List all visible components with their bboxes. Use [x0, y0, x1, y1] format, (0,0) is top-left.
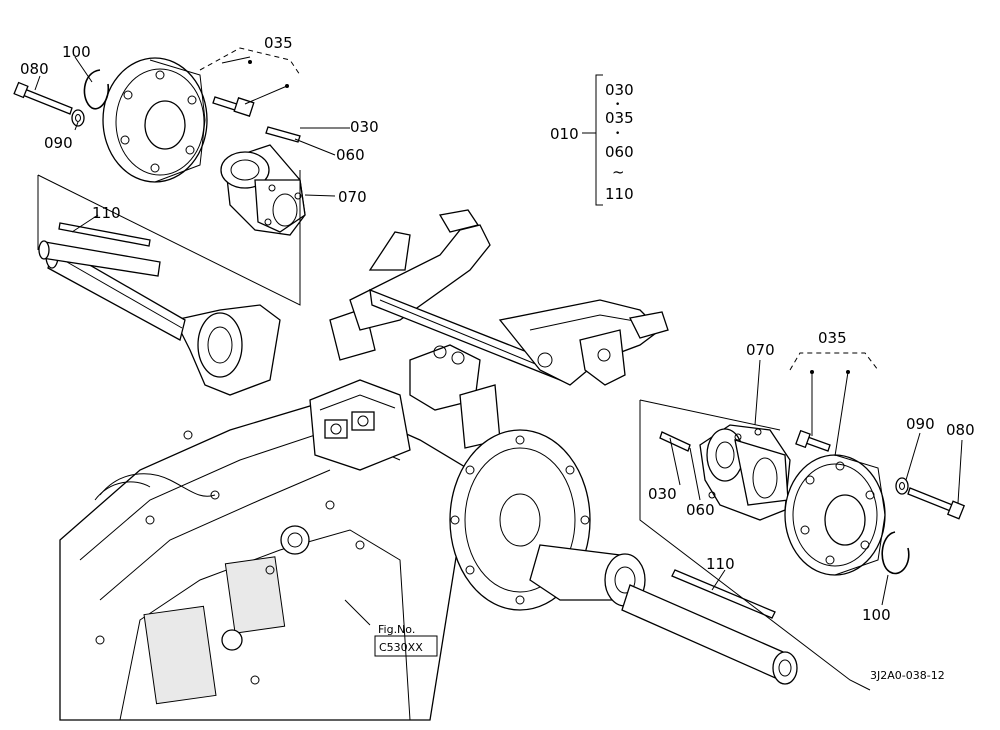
- left-axle-housing: [45, 243, 281, 396]
- left-exploded-parts: [13, 57, 306, 277]
- assembly-list: 010 030 • 035 • 060 ~ 110: [550, 81, 634, 203]
- figure-reference-text: Fig.No. C530XX: [378, 623, 423, 654]
- assembly-label: 010: [550, 125, 579, 143]
- callout-left-070: 070: [338, 188, 367, 206]
- callout-left-110: 110: [92, 204, 121, 222]
- callout-left-080: 080: [20, 60, 49, 78]
- callout-right-070: 070: [746, 341, 775, 359]
- left-key: [265, 126, 301, 143]
- callout-right-080: 080: [946, 421, 975, 439]
- right-hub-flange: [784, 454, 886, 576]
- callout-right-035: 035: [818, 329, 847, 347]
- figure-ref-line1: Fig.No.: [378, 623, 415, 636]
- callout-left-100: 100: [62, 43, 91, 61]
- lift-arm-assembly: [349, 209, 669, 386]
- assembly-item-1: 030: [605, 81, 634, 99]
- callout-right-090: 090: [906, 415, 935, 433]
- right-bolt: [907, 487, 956, 513]
- hydraulic-valve-block: [309, 307, 501, 471]
- drawing-code: 3J2A0-038-12: [870, 669, 945, 682]
- differential-housing: [449, 429, 646, 611]
- transmission-housing: [59, 399, 471, 721]
- callout-right-030: 030: [648, 485, 677, 503]
- callout-left-035: 035: [264, 34, 293, 52]
- left-bolt: [19, 87, 73, 115]
- callout-labels: 080 100 035 090 030 060 070 110 070 035 …: [20, 34, 975, 624]
- callout-right-100: 100: [862, 606, 891, 624]
- figure-reference: [344, 599, 438, 657]
- assembly-separator-tilde: ~: [612, 163, 625, 181]
- right-axle-shaft: [621, 569, 798, 685]
- assembly-separator-dot-1: •: [615, 100, 620, 110]
- assembly-separator-dot-2: •: [615, 129, 620, 139]
- left-leader-lines: [34, 47, 350, 306]
- callout-left-030: 030: [350, 118, 379, 136]
- assembly-item-2: 035: [605, 109, 634, 127]
- right-key: [659, 431, 691, 452]
- right-leader-lines: [639, 352, 963, 691]
- assembly-item-3: 060: [605, 143, 634, 161]
- assembly-item-4: 110: [605, 185, 634, 203]
- right-coupling: [699, 424, 791, 521]
- figure-ref-line2: C530XX: [379, 641, 423, 654]
- callout-right-060: 060: [686, 501, 715, 519]
- right-snap-ring: [881, 531, 910, 575]
- callout-left-090: 090: [44, 134, 73, 152]
- assembly-bracket: [582, 74, 603, 206]
- callout-right-110: 110: [706, 555, 735, 573]
- left-coupling: [220, 144, 306, 236]
- callout-left-060: 060: [336, 146, 365, 164]
- right-washer: [895, 477, 909, 495]
- right-exploded-parts: [621, 424, 966, 685]
- left-washer: [71, 109, 85, 127]
